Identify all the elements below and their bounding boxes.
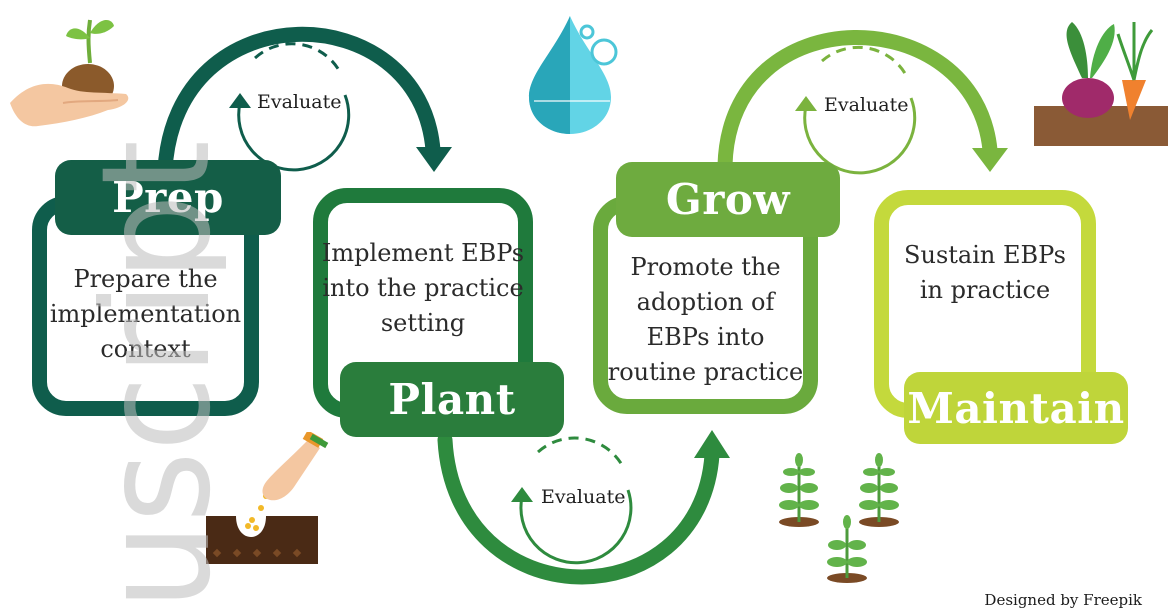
arrow-grow-to-maintain-head [972,148,1008,172]
vegetables-in-soil-icon [1034,22,1168,146]
arrow-prep-to-plant [157,26,441,178]
evaluate-label-2: Evaluate [541,486,626,508]
stage-description-plant: Implement EBPs into the practice setting [321,239,525,337]
stage-title-plant: Plant [340,362,564,437]
stage-title-prep: Prep [55,160,281,235]
evaluate-label-1: Evaluate [257,91,342,113]
designer-credit: Designed by Freepik [984,591,1142,609]
water-drop-icon [529,16,618,134]
watermark-text: uscript [96,140,226,610]
arrow-plant-to-grow [437,432,720,585]
stage-title-maintain: Maintain [904,372,1128,444]
arrow-plant-to-grow-head [694,430,730,458]
arrow-grow-to-maintain [717,30,998,173]
hand-planting-seeds-icon [206,432,329,564]
evaluate-label-3: Evaluate [824,94,909,116]
evaluate-cycle-3 [795,45,917,175]
hand-holding-seedling-icon [10,19,129,127]
sprouts-icon [779,453,899,583]
arrow-prep-to-plant-head [416,147,452,172]
stage-description-prep: Prepare the implementation context [49,265,242,363]
stage-title-grow: Grow [616,162,840,237]
stage-description-maintain: Sustain EBPs in practice [904,241,1066,304]
svg-text:uscript: uscript [96,140,226,610]
evaluate-cycle-1 [229,42,351,172]
evaluate-cycle-2 [511,436,633,565]
stage-description-grow: Promote the adoption of EBPs into routin… [607,253,804,386]
